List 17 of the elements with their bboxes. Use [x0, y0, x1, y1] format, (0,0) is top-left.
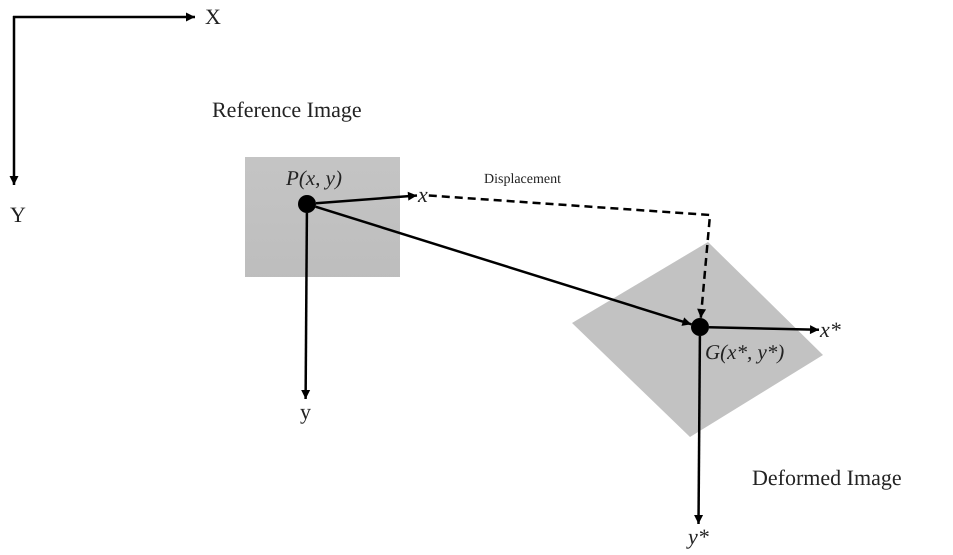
arrow	[708, 325, 820, 334]
axis-label: Y	[10, 203, 26, 228]
arrow	[315, 206, 692, 326]
point-label: P(x, y)	[286, 167, 342, 190]
axis-label: x	[418, 183, 428, 208]
image-title: Deformed Image	[752, 466, 902, 490]
axis-label: y	[300, 400, 311, 424]
arrow	[428, 194, 712, 318]
arrow	[694, 336, 704, 524]
axis-label: X	[205, 5, 221, 30]
image-title: Reference Image	[212, 98, 362, 122]
arrow	[316, 192, 418, 205]
point-label: G(x*, y*)	[705, 341, 784, 364]
axis-label: x*	[820, 318, 841, 342]
axis-label: y*	[688, 525, 709, 550]
edge-label: Displacement	[482, 172, 563, 188]
arrow	[301, 213, 310, 399]
